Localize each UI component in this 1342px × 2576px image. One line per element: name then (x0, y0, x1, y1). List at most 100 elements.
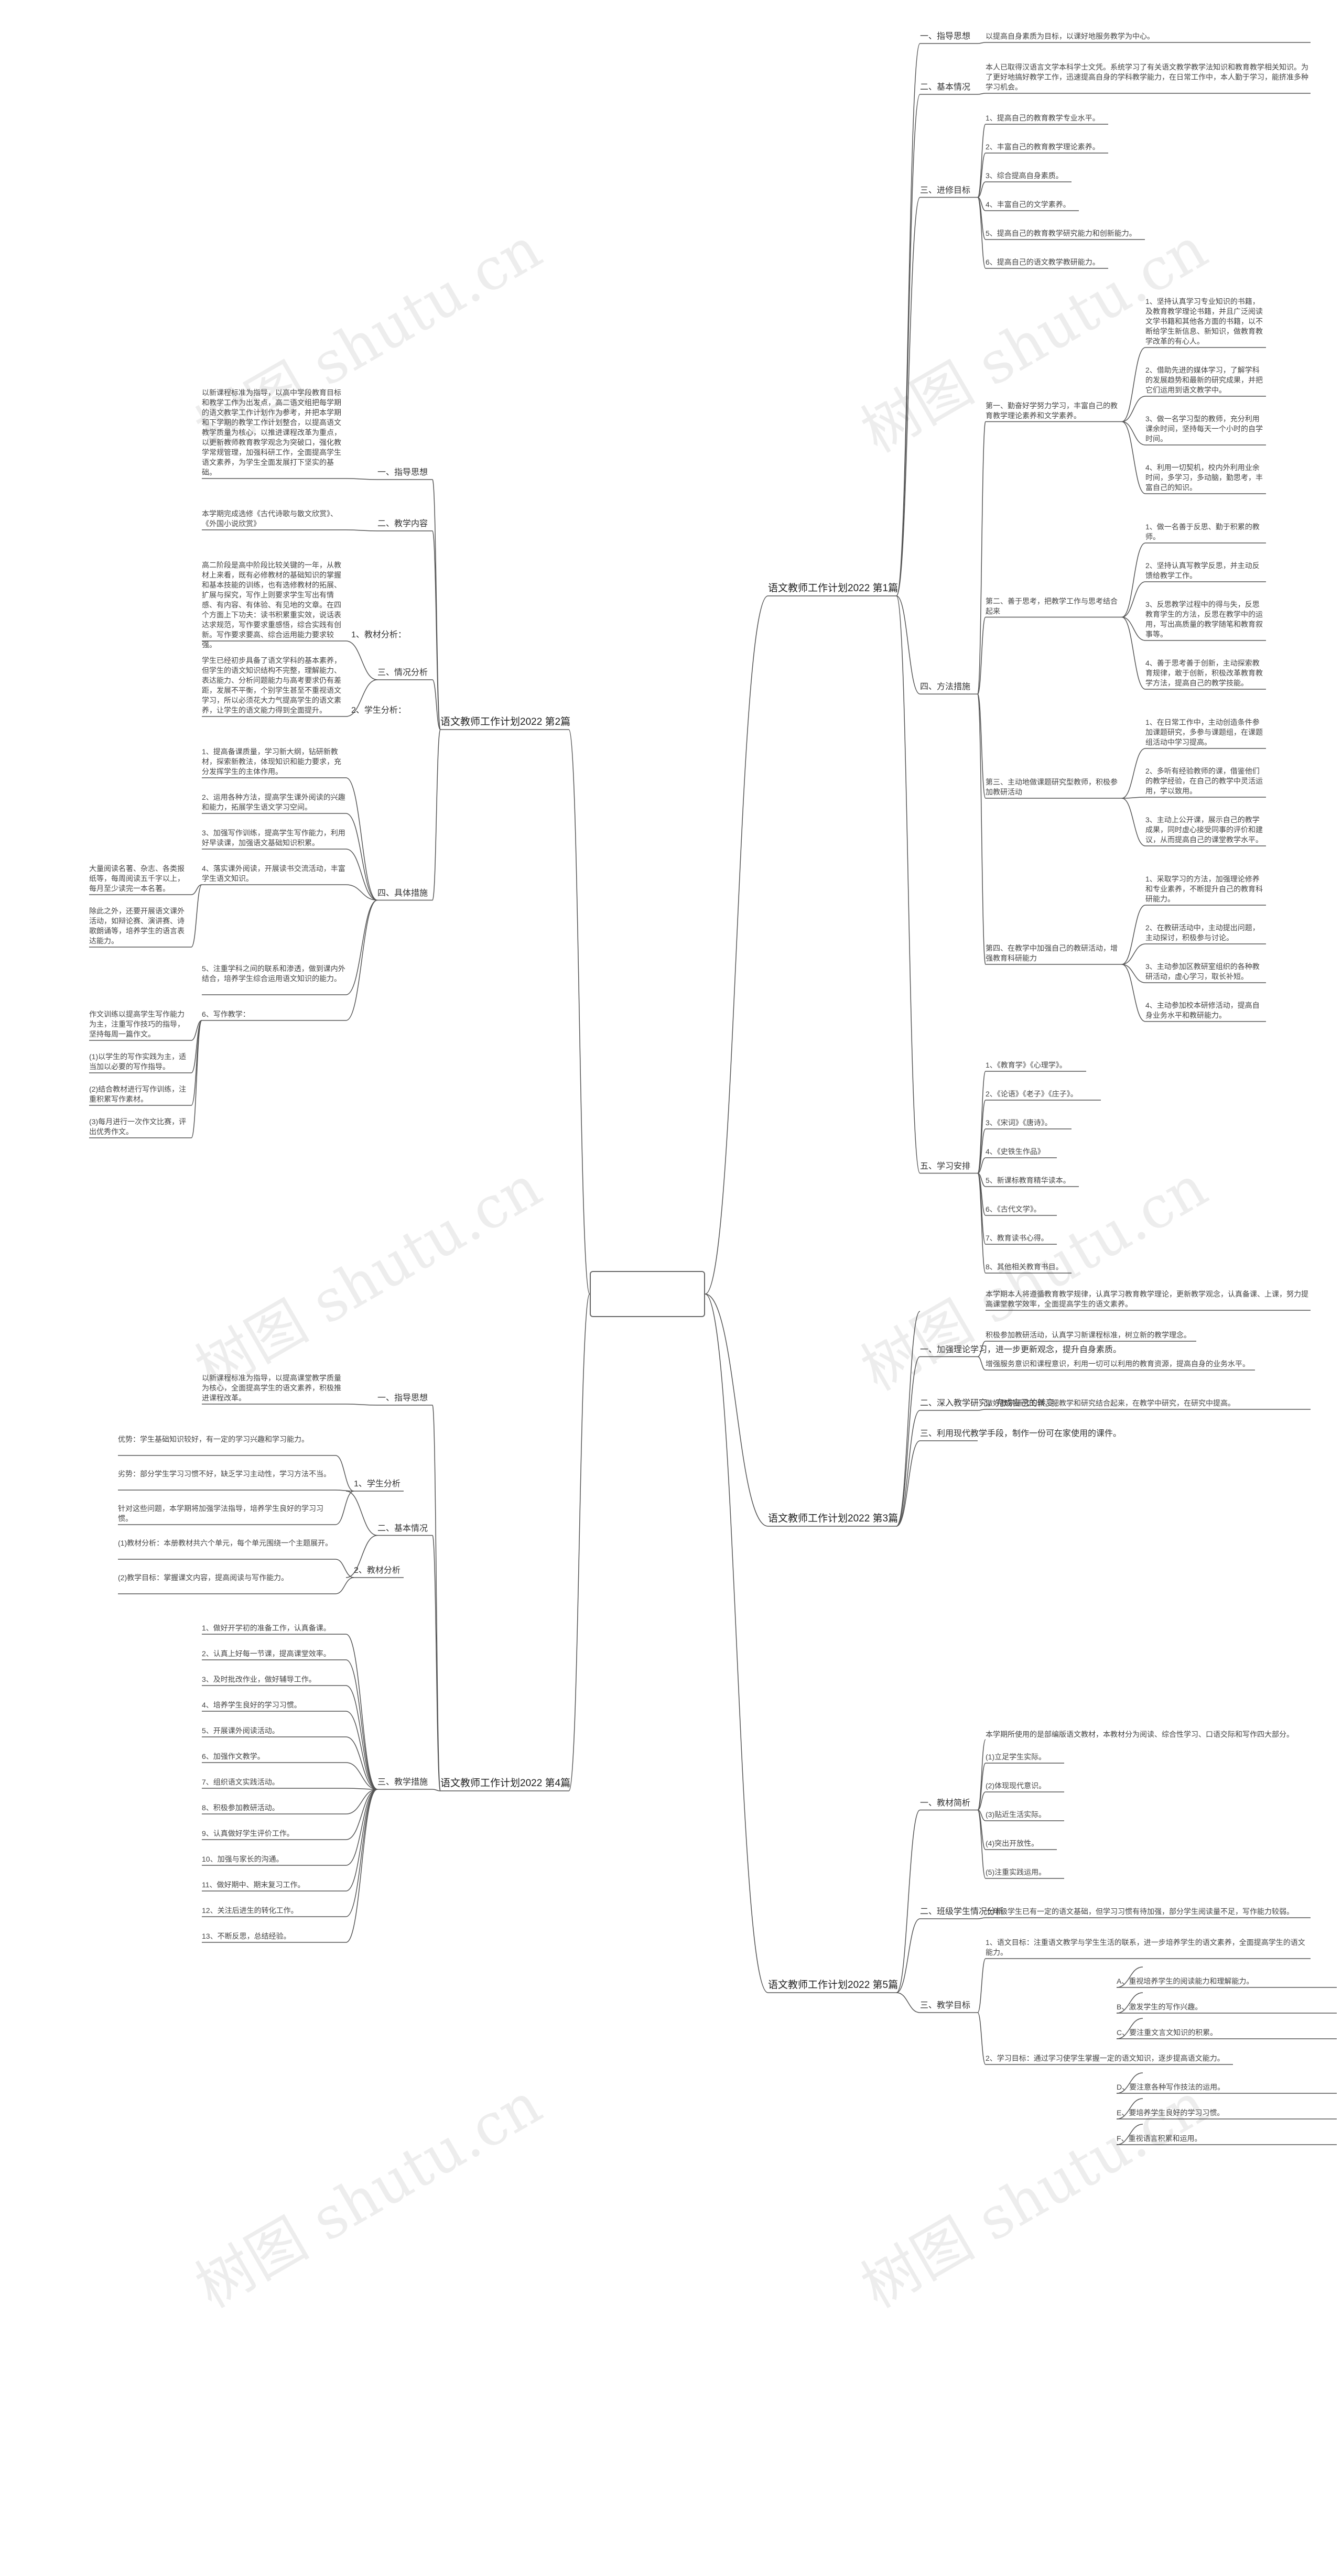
list-item[interactable]: 1、提高自己的教育教学专业水平。 (986, 114, 1100, 122)
list-item[interactable]: F、重视语言积累和运用。 (1117, 2134, 1202, 2143)
list-item[interactable]: 1、提高备课质量，学习新大纲，钻研新教材，探索新教法，体现知识和能力要求，充分发… (202, 747, 341, 776)
list-item[interactable]: 1、采取学习的方法，加强理论修养和专业素养，不断提升自己的教育科研能力。 (1145, 875, 1263, 903)
list-item[interactable]: 作文训练以提高学生写作能力为主，注重写作技巧的指导，坚持每周一篇作文。 (89, 1010, 185, 1038)
branch-title[interactable]: 语文教师工作计划2022 第2篇 (440, 716, 571, 727)
list-item[interactable]: 2、多听有经验教师的课，借鉴他们的教学经验，在自己的教学中灵活运用，学以致用。 (1145, 767, 1263, 795)
list-item[interactable]: 1、《教育学》《心理学》。 (986, 1061, 1067, 1069)
list-item[interactable]: (1)立足学生实际。 (986, 1753, 1046, 1761)
group-title[interactable]: 第一、勤奋好学努力学习，丰富自己的教育教学理论素养和文学素养。 (986, 401, 1118, 420)
section-label[interactable]: 二、教学内容 (377, 519, 428, 528)
list-item[interactable]: 3、主动上公开课，展示自己的教学成果，同时虚心接受同事的评价和建议，从而提高自己… (1145, 816, 1263, 844)
branch-detail[interactable]: 本人已取得汉语言文学本科学士文凭。系统学习了有关语文教学教学法知识和教育教学相关… (986, 63, 1308, 91)
list-item[interactable]: 7、组织语文实践活动。 (202, 1778, 279, 1786)
list-item[interactable]: 3、主动参加区教研室组织的各种教研活动，虚心学习，取长补短。 (1145, 962, 1260, 981)
list-item[interactable]: 4、善于思考善于创新，主动探索教育规律，敢于创新，积极改革教育教学方法，提高自己… (1145, 659, 1263, 687)
list-item[interactable]: 3、反思教学过程中的得与失，反思教育学生的方法，反思在教学中的运用，写出高质量的… (1145, 600, 1263, 638)
list-item[interactable]: 5、提高自己的教育教学研究能力和创新能力。 (986, 229, 1137, 237)
list-item[interactable]: 5、注重学科之间的联系和渗透，做到课内外结合，培养学生综合运用语文知识的能力。 (202, 964, 345, 983)
list-item[interactable]: 1、在日常工作中，主动创造条件参加课题研究，多参与课题组，在课题组活动中学习提高… (1145, 718, 1263, 746)
list-item[interactable]: B、激发学生的写作兴趣。 (1117, 2003, 1203, 2011)
section-label[interactable]: 一、指导思想 (377, 468, 428, 477)
list-item[interactable]: 6、加强作文教学。 (202, 1752, 265, 1760)
list-item[interactable]: 8、其他相关教育书目。 (986, 1263, 1063, 1271)
list-item[interactable]: 3、及时批改作业，做好辅导工作。 (202, 1675, 316, 1683)
list-item[interactable]: 6、提高自己的语文教学教研能力。 (986, 258, 1100, 266)
list-item[interactable]: 除此之外，还要开展语文课外活动，如辩论赛、演讲赛、诗歌朗诵等，培养学生的语言表达… (89, 907, 185, 945)
section-label[interactable]: 一、教材简析 (920, 1798, 971, 1808)
list-item[interactable]: (1)以学生的写作实践为主，适当加以必要的写作指导。 (89, 1052, 187, 1071)
list-item[interactable]: (2)体现现代意识。 (986, 1781, 1046, 1790)
list-item[interactable]: 针对这些问题，本学期将加强学法指导，培养学生良好的学习习惯。 (118, 1504, 323, 1523)
subsection-label[interactable]: 2、学生分析： (351, 706, 406, 715)
list-item[interactable]: 1、做一名善于反思、勤于积累的教师。 (1145, 523, 1260, 541)
list-item[interactable]: 增强服务意识和课程意识，利用一切可以利用的教育资源，提高自身的业务水平。 (986, 1360, 1250, 1368)
branch-title[interactable]: 语文教师工作计划2022 第3篇 (768, 1513, 899, 1524)
branch-detail[interactable]: 本学期所使用的是部编版语文教材，本教材分为阅读、综合性学习、口语交际和写作四大部… (986, 1730, 1294, 1738)
section-label[interactable]: 四、具体措施 (377, 888, 428, 898)
list-item[interactable]: 1、坚持认真学习专业知识的书籍，及教育教学理论书籍，并且广泛阅读文学书籍和其他各… (1145, 297, 1263, 345)
branch-title[interactable]: 语文教师工作计划2022 第5篇 (768, 1980, 899, 1991)
list-item[interactable]: E、要培养学生良好的学习习惯。 (1117, 2108, 1225, 2117)
list-item[interactable]: 大量阅读名著、杂志、各类报纸等，每周阅读五千字以上，每月至少读完一本名著。 (89, 864, 185, 893)
list-item[interactable]: 4、利用一切契机，校内外利用业余时间，多学习，多动脑，勤思考，丰富自己的知识。 (1145, 463, 1263, 492)
list-item[interactable]: (5)注重实践运用。 (986, 1868, 1046, 1876)
branch-detail[interactable]: 做好教学研究工作，把教学和研究结合起来，在教学中研究，在研究中提高。 (986, 1399, 1235, 1407)
section-label[interactable]: 二、班级学生情况分析 (920, 1907, 1004, 1916)
list-item[interactable]: 11、做好期中、期末复习工作。 (202, 1881, 305, 1889)
list-item[interactable]: 3、加强写作训练，提高学生写作能力，利用好早读课，加强语文基础知识积累。 (202, 829, 345, 847)
list-item[interactable]: 2、借助先进的媒体学习，了解学科的发展趋势和最新的研究成果，并把它们运用到语文教… (1145, 366, 1263, 394)
list-item[interactable]: 4、落实课外阅读，开展读书交流活动，丰富学生语文知识。 (202, 864, 345, 883)
list-item[interactable]: (2)教学目标：掌握课文内容，提高阅读与写作能力。 (118, 1573, 289, 1582)
central-topic[interactable] (590, 1271, 705, 1317)
list-item[interactable]: (4)突出开放性。 (986, 1839, 1039, 1847)
branch-detail[interactable]: 本学期本人将遵循教育教学规律，认真学习教育教学理论，更新教学观念，认真备课、上课… (986, 1290, 1308, 1308)
section-label[interactable]: 三、进修目标 (920, 186, 971, 195)
list-item[interactable]: 高二阶段是高中阶段比较关键的一年，从教材上来看，既有必修教材的基础知识的掌握和基… (202, 561, 341, 649)
list-item[interactable]: 3、做一名学习型的教师，充分利用课余时间，坚持每天一个小时的自学时间。 (1145, 415, 1263, 443)
list-item[interactable]: 劣势：部分学生学习习惯不好，缺乏学习主动性，学习方法不当。 (118, 1470, 331, 1478)
branch-detail[interactable]: 七年级学生已有一定的语文基础，但学习习惯有待加强，部分学生阅读量不足，写作能力较… (986, 1907, 1294, 1916)
list-item[interactable]: 1、语文目标：注重语文教学与学生生活的联系，进一步培养学生的语文素养，全面提高学… (986, 1938, 1305, 1957)
list-item[interactable]: (3)贴近生活实际。 (986, 1810, 1046, 1819)
list-item[interactable]: 12、关注后进生的转化工作。 (202, 1906, 298, 1915)
list-item[interactable]: 2、丰富自己的教育教学理论素养。 (986, 143, 1100, 151)
list-item[interactable]: 学生已经初步具备了语文学科的基本素养，但学生的语文知识结构不完整，理解能力、表达… (202, 656, 341, 714)
list-item[interactable]: 2、运用各种方法，提高学生课外阅读的兴趣和能力，拓展学生语文学习空间。 (202, 793, 345, 811)
list-item[interactable]: 2、认真上好每一节课，提高课堂效率。 (202, 1649, 331, 1658)
branch-title[interactable]: 语文教师工作计划2022 第1篇 (768, 583, 899, 594)
list-item[interactable]: D、要注意各种写作技法的运用。 (1117, 2083, 1225, 2091)
list-item[interactable]: (2)结合教材进行写作训练，注重积累写作素材。 (89, 1085, 187, 1103)
list-item[interactable]: 5、开展课外阅读活动。 (202, 1726, 279, 1735)
section-label[interactable]: 二、基本情况 (920, 83, 971, 92)
branch-detail[interactable]: 以新课程标准为指导，以高中学段教育目标和教学工作为出发点，高二语文组把每学期的语… (202, 388, 341, 476)
list-item[interactable]: 2、坚持认真写教学反思，并主动反馈给教学工作。 (1145, 561, 1260, 580)
list-item[interactable]: 3、《宋词》《唐诗》。 (986, 1118, 1052, 1127)
list-item[interactable]: 2、《论语》《老子》《庄子》。 (986, 1090, 1078, 1098)
list-item[interactable]: 5、新课标教育精华读本。 (986, 1176, 1070, 1184)
branch-detail[interactable]: 以提高自身素质为目标，以课好地服务教学为中心。 (986, 32, 1154, 40)
list-item[interactable]: 2、学习目标：通过学习使学生掌握一定的语文知识，逐步提高语文能力。 (986, 2054, 1225, 2062)
list-item[interactable]: 6、《古代文学》。 (986, 1205, 1041, 1213)
list-item[interactable]: (3)每月进行一次作文比赛，评出优秀作文。 (89, 1117, 187, 1136)
list-item[interactable]: C、要注重文言文知识的积累。 (1117, 2028, 1218, 2037)
list-item[interactable]: 6、写作教学： (202, 1010, 250, 1018)
list-item[interactable]: 2、在教研活动中，主动提出问题，主动探讨，积极参与讨论。 (1145, 923, 1260, 942)
list-item[interactable]: 7、教育读书心得。 (986, 1234, 1048, 1242)
group-title[interactable]: 第三、主动地做课题研究型教师，积极参加教研活动 (986, 778, 1118, 796)
list-item[interactable]: 8、积极参加教研活动。 (202, 1803, 279, 1812)
list-item[interactable]: 4、丰富自己的文学素养。 (986, 200, 1070, 209)
section-label[interactable]: 三、利用现代教学手段，制作一份可在家使用的课件。 (920, 1429, 1122, 1438)
list-item[interactable]: 1、做好开学初的准备工作，认真备课。 (202, 1624, 331, 1632)
list-item[interactable]: 4、培养学生良好的学习习惯。 (202, 1701, 301, 1709)
section-label[interactable]: 一、指导思想 (377, 1394, 428, 1403)
group-title[interactable]: 第二、善于思考，把教学工作与思考结合起来 (986, 596, 1118, 615)
list-item[interactable]: 积极参加教研活动，认真学习新课程标准，树立新的教学理念。 (986, 1331, 1191, 1339)
branch-detail[interactable]: 以新课程标准为指导，以提高课堂教学质量为核心，全面提高学生的语文素养，积极推进课… (202, 1374, 341, 1402)
list-item[interactable]: 优势：学生基础知识较好，有一定的学习兴趣和学习能力。 (118, 1435, 309, 1443)
subsection-label[interactable]: 1、学生分析 (354, 1480, 401, 1488)
list-item[interactable]: 13、不断反思，总结经验。 (202, 1932, 291, 1940)
section-label[interactable]: 二、深入教学研究，完成自己的转变。 (920, 1399, 1063, 1408)
list-item[interactable]: A、重视培养学生的阅读能力和理解能力。 (1117, 1977, 1254, 1985)
section-label[interactable]: 三、教学措施 (377, 1778, 428, 1787)
branch-detail[interactable]: 本学期完成选修《古代诗歌与散文欣赏》、《外国小说欣赏》 (202, 509, 338, 528)
